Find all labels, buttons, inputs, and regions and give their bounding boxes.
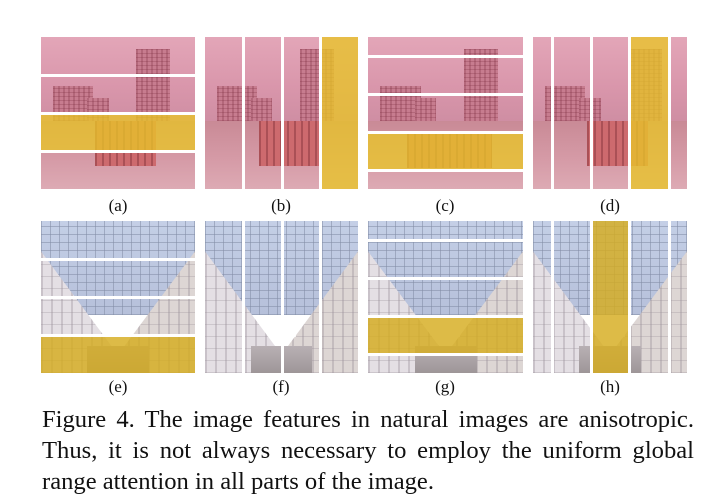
panel-label-b: (b): [271, 196, 291, 215]
highlighted-stripe: [368, 317, 523, 355]
panel-b: [205, 37, 358, 189]
caption-line-3: range attention in all parts of the imag…: [42, 468, 434, 495]
highlighted-stripe: [630, 37, 668, 189]
panel-label-a: (a): [108, 196, 128, 215]
panel-label-f: (f): [272, 377, 290, 396]
panel-c: [368, 37, 523, 189]
panel-d: [533, 37, 687, 189]
panel-f: [205, 221, 358, 373]
highlighted-stripe: [41, 335, 195, 373]
caption-line-1: Figure 4. The image features in natural …: [42, 406, 694, 433]
highlighted-stripe: [41, 113, 195, 151]
figure-caption: Figure 4. The image features in natural …: [42, 404, 694, 497]
highlighted-stripe: [592, 221, 629, 373]
panel-a: [41, 37, 195, 189]
panel-label-c: (c): [435, 196, 455, 215]
highlighted-stripe: [320, 37, 358, 189]
panel-label-h: (h): [600, 377, 620, 396]
panel-label-d: (d): [600, 196, 620, 215]
panel-e: [41, 221, 195, 373]
panel-label-e: (e): [108, 377, 128, 396]
panel-h: [533, 221, 687, 373]
caption-line-2: Thus, it is not always necessary to empl…: [42, 437, 694, 464]
panel-label-g: (g): [435, 377, 455, 396]
highlighted-stripe: [368, 133, 523, 171]
panel-g: [368, 221, 523, 373]
